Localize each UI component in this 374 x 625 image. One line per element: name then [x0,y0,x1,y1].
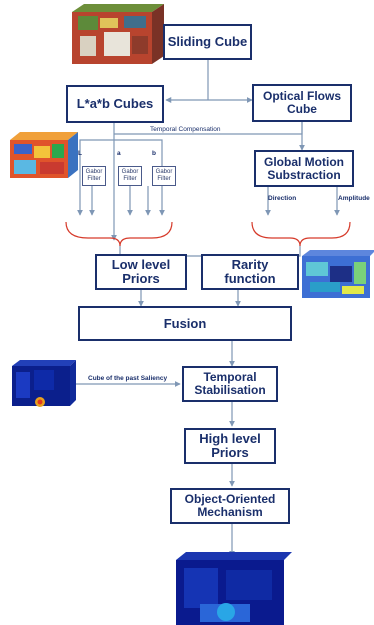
thumbnail-output-saliency-image [176,552,292,625]
high-level-priors-box: High level Priors [184,428,276,464]
gabor-filter-a: Gabor Filter [118,166,142,186]
right-brace [251,221,351,247]
global-motion-box: Global Motion Substraction [254,150,354,187]
amplitude-label: Amplitude [338,195,370,202]
temporal-compensation-label: Temporal Compensation [150,126,221,133]
channel-L-label: L [78,150,82,157]
rarity-function-box: Rarity function [201,254,299,290]
channel-b-label: b [152,150,156,157]
arrow-to-b [114,139,165,216]
past-saliency-label: Cube of the past Saliency [88,375,168,382]
left-brace [65,221,173,247]
channel-a-label: a [117,150,121,157]
fusion-box: Fusion [78,306,292,341]
thumbnail-past-saliency-image [12,360,76,407]
gabor-filter-b: Gabor Filter [152,166,176,186]
thumbnail-sliding-cube-image [72,4,164,64]
low-level-priors-box: Low level Priors [95,254,187,290]
thumbnail-rarity-image [302,250,374,298]
optical-flows-box: Optical Flows Cube [252,84,352,122]
lab-cubes-box: L*a*b Cubes [66,85,164,123]
thumbnail-lab-image [10,132,78,178]
direction-label: Direction [268,195,297,202]
arrow-to-L [77,139,114,216]
temporal-stabilisation-box: Temporal Stabilisation [182,366,278,402]
gabor-filter-L: Gabor Filter [82,166,106,186]
object-oriented-box: Object-Oriented Mechanism [170,488,290,524]
sliding-cube-box: Sliding Cube [163,24,252,60]
